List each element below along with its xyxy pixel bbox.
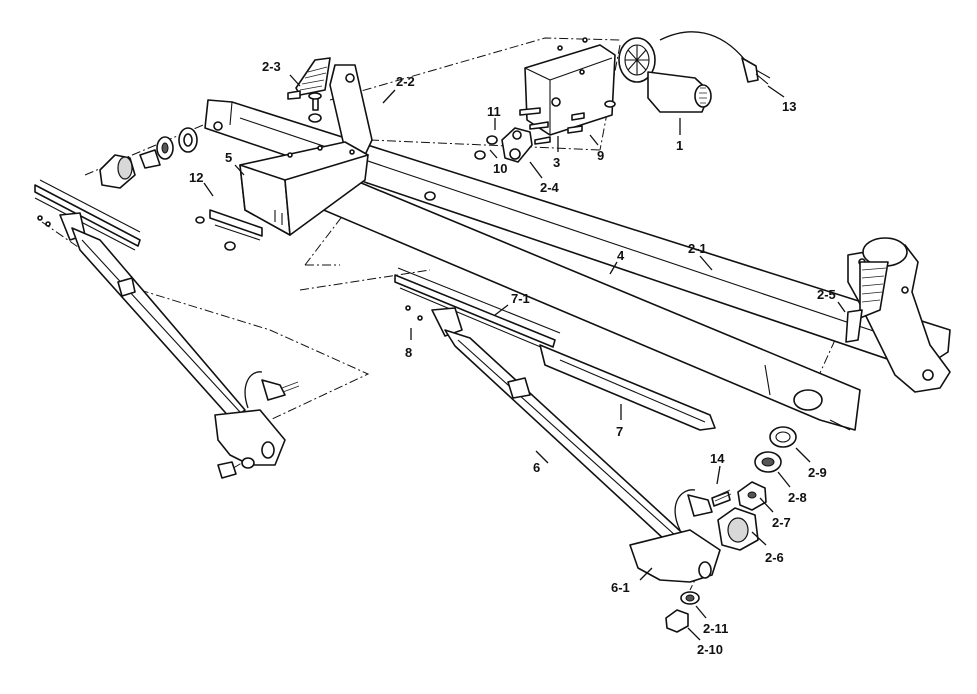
right-pivot-assembly-2-4 [845,237,951,393]
mounting-bracket-5 [239,141,369,236]
callout-11: 11 [487,104,501,119]
linkage-bar-2-1 [204,99,951,371]
callout-1: 1 [676,138,683,153]
callout-labels: 2-3 2-2 11 3 9 10 2-4 1 13 5 12 2-1 4 7-… [189,59,836,657]
callout-2-11: 2-11 [703,621,728,636]
callout-10: 10 [493,161,507,176]
callout-14: 14 [710,451,725,466]
callout-9: 9 [597,148,604,163]
callout-7-1: 7-1 [511,291,530,306]
crank-arm-2-5 [474,127,533,163]
callout-2-7: 2-7 [772,515,791,530]
left-wiper-arm-assembly [34,179,300,479]
callout-2-10: 2-10 [697,642,723,657]
strap-12 [195,191,436,251]
callout-2-1: 2-1 [688,241,707,256]
callout-2-5: 2-4 [540,180,560,195]
callout-6-1: 6-1 [611,580,630,595]
left-end-hardware [99,127,198,189]
callout-2-4: 2-5 [817,287,836,302]
right-hardware-stack [665,426,797,633]
callout-5: 5 [225,150,232,165]
wiper-motor-1 [618,31,771,113]
callout-2-6: 2-6 [765,550,784,565]
callout-2-9: 2-9 [808,465,827,480]
left-pivot-assembly-2-2 [287,57,373,156]
motor-mount-plate-3 [519,37,616,145]
right-wiper-blade-7 [394,267,716,431]
callout-3: 3 [553,155,560,170]
callout-13: 13 [782,99,796,114]
callout-2-3: 2-3 [262,59,281,74]
callout-7: 7 [616,424,623,439]
leader-lines [203,74,846,641]
callout-6: 6 [533,460,540,475]
callout-8: 8 [405,345,412,360]
callout-12: 12 [189,170,203,185]
callout-4: 4 [617,248,625,263]
right-wiper-arm-6 [444,329,732,583]
callout-2-8: 2-8 [788,490,807,505]
callout-2-2: 2-2 [396,74,415,89]
